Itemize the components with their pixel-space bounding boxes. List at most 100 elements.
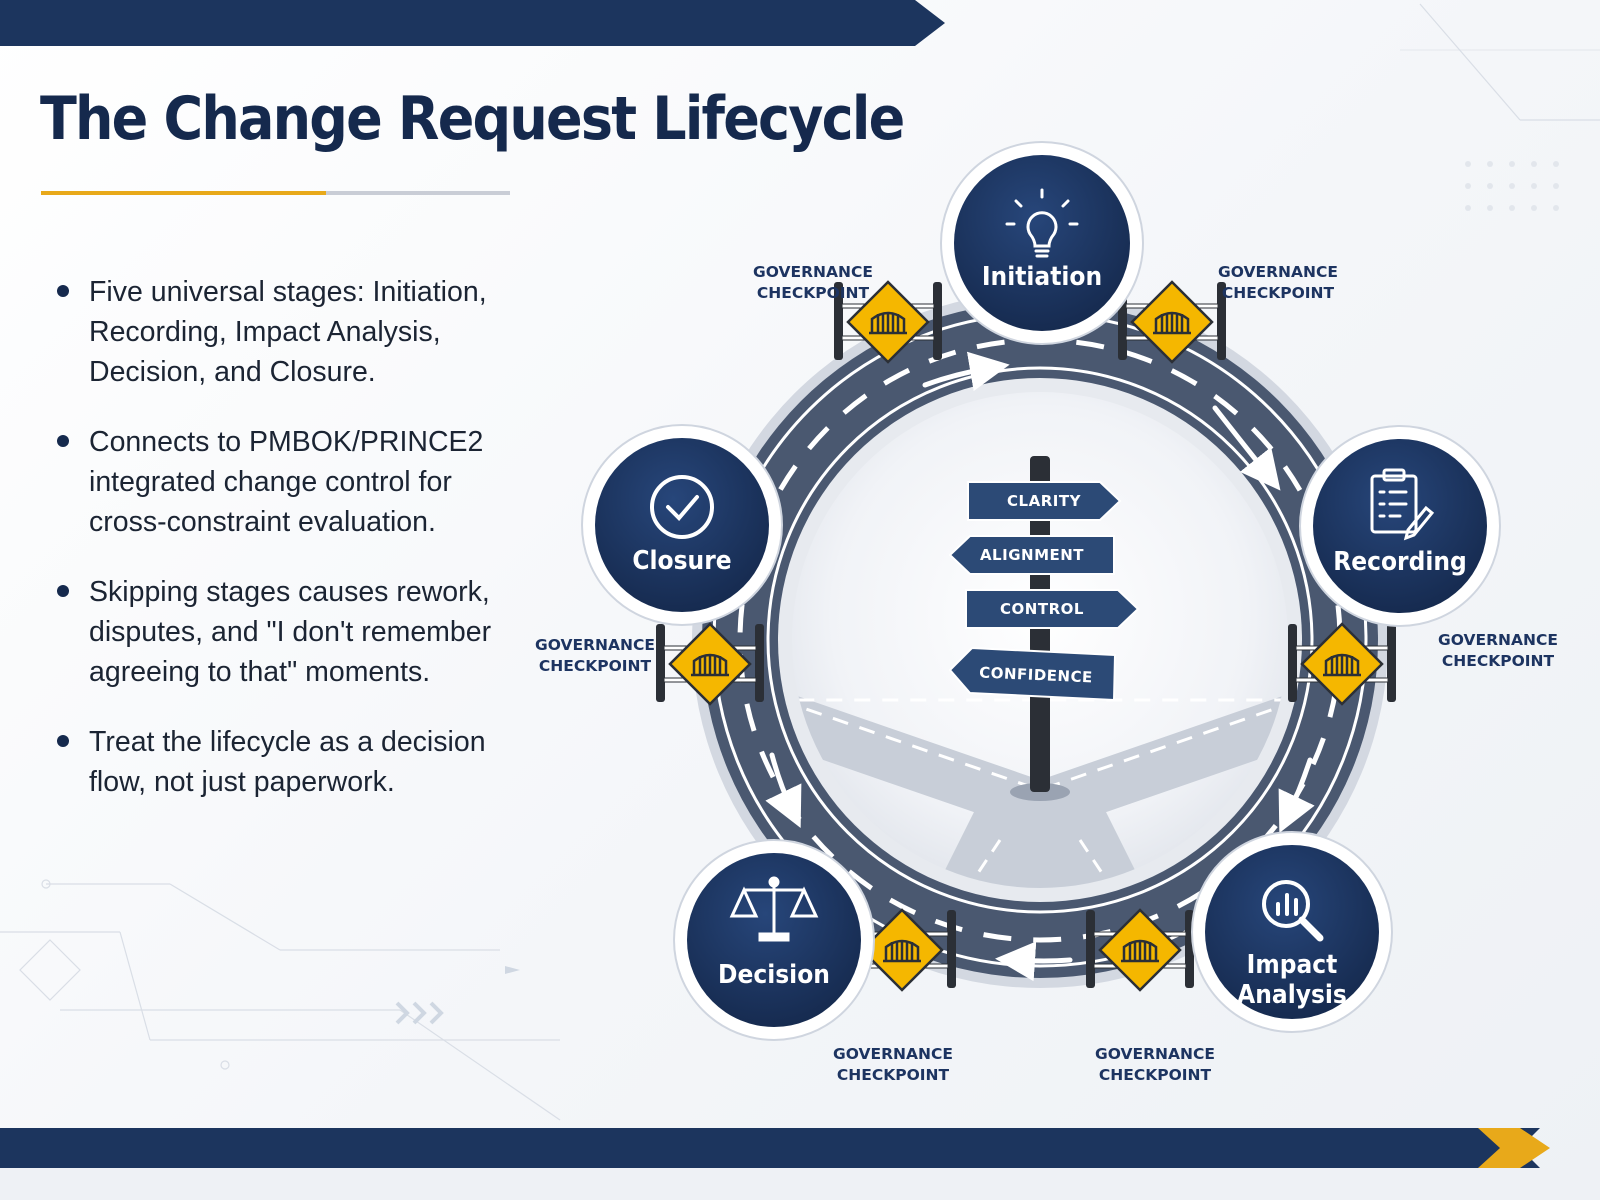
checkpoint-label-line1: GOVERNANCE <box>753 263 873 281</box>
checkpoint-label-line1: GOVERNANCE <box>1095 1045 1215 1063</box>
bullet-dot <box>57 435 69 447</box>
bottom-banner <box>0 1128 1540 1168</box>
checkpoint-label-line2: CHECKPOINT <box>836 1066 950 1084</box>
stage-label-initiation: Initiation <box>981 262 1103 292</box>
clipboard-pencil-icon <box>1370 468 1435 541</box>
stage-disc <box>1313 439 1487 613</box>
gate-post <box>1387 624 1396 702</box>
bullet-item: Connects to PMBOK/PRINCE2 integrated cha… <box>52 422 522 542</box>
checkpoint-label-bottom-right: GOVERNANCE CHECKPOINT <box>1070 1044 1240 1086</box>
checkpoint-label-right: GOVERNANCE CHECKPOINT <box>1413 630 1583 672</box>
checkpoint-label-line2: CHECKPOINT <box>1441 652 1555 670</box>
sign-board-confidence <box>948 646 1117 702</box>
stage-label-impact-analysis: Impact Analysis <box>1220 950 1364 1010</box>
circuit-arrow <box>505 966 520 974</box>
title-underline-accent <box>41 191 326 195</box>
gate-post <box>1288 624 1297 702</box>
gate-post <box>947 910 956 988</box>
stage-label-decision: Decision <box>718 960 830 990</box>
checkpoint-label-line2: CHECKPOINT <box>1221 284 1335 302</box>
checkpoint-gate-bottom-right <box>1086 908 1194 992</box>
stage-decision <box>673 839 875 1041</box>
bullet-dot <box>57 585 69 597</box>
magnifier-chart-icon <box>1262 880 1324 942</box>
stage-disc <box>1205 845 1379 1019</box>
checkmark-icon <box>650 475 714 539</box>
bullet-text: Skipping stages causes rework, disputes,… <box>89 576 492 688</box>
gate-glyph-icon <box>691 653 729 677</box>
arrow-to-impact <box>1278 757 1315 834</box>
stage-label-impact-line2: Analysis <box>1237 980 1347 1010</box>
crossroads <box>792 690 1288 888</box>
arrow-to-initiation <box>922 351 1010 392</box>
page-title: The Change Request Lifecycle <box>40 84 905 154</box>
checkpoint-gate-right <box>1288 622 1396 706</box>
stage-label-recording: Recording <box>1333 547 1467 577</box>
stage-disc <box>595 438 769 612</box>
sign-text-control: CONTROL <box>1000 600 1084 618</box>
stage-label-closure: Closure <box>632 546 732 576</box>
checkpoint-label-left: GOVERNANCE CHECKPOINT <box>510 635 680 677</box>
flow-arrows <box>765 351 1315 982</box>
bullet-text: Treat the lifecycle as a decision flow, … <box>89 726 486 798</box>
bullet-dot <box>57 285 69 297</box>
sign-board-control <box>965 589 1140 629</box>
arrow-to-decision <box>995 941 1073 982</box>
stage-impact-analysis <box>1191 831 1393 1033</box>
arrow-to-recording <box>1212 405 1281 491</box>
top-banner <box>0 0 945 46</box>
bullet-list: Five universal stages: Initiation, Recor… <box>52 272 522 832</box>
gate-glyph-icon <box>869 311 907 335</box>
stage-initiation <box>940 141 1144 345</box>
bullet-text: Connects to PMBOK/PRINCE2 integrated cha… <box>89 426 484 538</box>
stage-recording <box>1299 425 1501 627</box>
bottom-strip <box>0 1168 1600 1200</box>
checkpoint-label-line2: CHECKPOINT <box>538 657 652 675</box>
gate-post <box>1086 910 1095 988</box>
bullet-item: Skipping stages causes rework, disputes,… <box>52 572 522 692</box>
title-underline <box>41 191 510 195</box>
sign-board-alignment <box>948 535 1115 575</box>
gate-glyph-icon <box>1323 653 1361 677</box>
checkpoint-gate-bottom-left <box>848 908 956 992</box>
gate-post <box>933 282 942 360</box>
signpost <box>948 456 1140 801</box>
sign-board-clarity <box>967 481 1122 521</box>
bottom-banner-accent <box>1478 1128 1550 1168</box>
bullet-item: Five universal stages: Initiation, Recor… <box>52 272 522 392</box>
chevrons-decoration <box>395 1001 444 1025</box>
checkpoint-label-bottom-left: GOVERNANCE CHECKPOINT <box>808 1044 978 1086</box>
gate-post <box>656 624 665 702</box>
stage-disc <box>954 155 1130 331</box>
gate-glyph-icon <box>1153 311 1191 335</box>
gate-glyph-icon <box>883 939 921 963</box>
lightbulb-icon <box>1005 188 1079 258</box>
gate-glyph-icon <box>1121 939 1159 963</box>
gate-post <box>834 282 843 360</box>
dot-grid <box>1465 161 1559 211</box>
checkpoint-label-line1: GOVERNANCE <box>535 636 655 654</box>
checkpoint-label-line2: CHECKPOINT <box>756 284 870 302</box>
sign-text-confidence: CONFIDENCE <box>978 663 1094 687</box>
checkpoint-label-line1: GOVERNANCE <box>1438 631 1558 649</box>
checkpoint-label-line2: CHECKPOINT <box>1098 1066 1212 1084</box>
checkpoint-label-top-left: GOVERNANCE CHECKPOINT <box>728 262 898 304</box>
road-edge-line-inner <box>766 366 1314 914</box>
checkpoint-gate-top-right <box>1118 280 1226 364</box>
sign-text-clarity: CLARITY <box>1007 492 1081 510</box>
sign-text-alignment: ALIGNMENT <box>979 546 1085 564</box>
scales-icon <box>729 876 819 942</box>
circuit-lines <box>0 3 1600 1121</box>
checkpoint-gate-left <box>656 622 764 706</box>
gate-post <box>755 624 764 702</box>
bullet-text: Five universal stages: Initiation, Recor… <box>89 276 487 388</box>
checkpoint-label-line1: GOVERNANCE <box>1218 263 1338 281</box>
checkpoint-gate-top-left <box>834 280 942 364</box>
bullet-dot <box>57 735 69 747</box>
checkpoint-label-top-right: GOVERNANCE CHECKPOINT <box>1193 262 1363 304</box>
gate-post <box>1217 282 1226 360</box>
stage-closure <box>581 424 783 626</box>
checkpoint-label-line1: GOVERNANCE <box>833 1045 953 1063</box>
